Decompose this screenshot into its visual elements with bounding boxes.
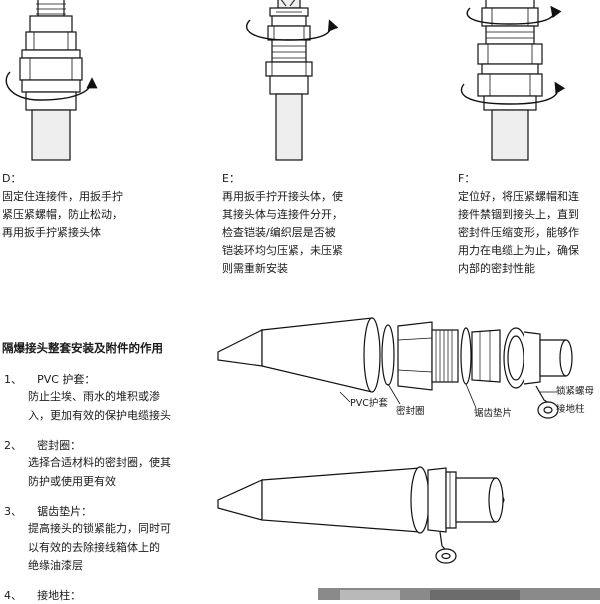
step-e-label: E： [222, 172, 240, 185]
item-desc: 选择合适材料的密封圈，使其 防护或使用更有效 [28, 456, 171, 488]
accessory-item-3: 3、 锯齿垫片： 提高接头的锁紧能力，同时可 以有效的去除接线箱体上的 绝缘油漆… [4, 500, 214, 576]
step-e-illustration [245, 0, 339, 161]
item-number: 1、 [4, 373, 22, 386]
step-f: F： 定位好，将压紧螺帽和连 接件禁锢到接头上，直到 密封件压缩变形，能够作 用… [458, 170, 600, 278]
item-number: 4、 [4, 589, 22, 602]
item-title: 密封圈： [37, 439, 82, 452]
serrated-washer [460, 327, 472, 385]
step-d-illustration [5, 0, 98, 161]
pvc-sheath-body [261, 317, 373, 393]
item-desc: 防止尘埃、雨水的堆积或渗 入，更加有效的保护电缆接头 [28, 390, 171, 422]
accessory-item-4: 4、 接地柱： [4, 584, 214, 604]
callout-locknut: 锁紧螺母 [556, 386, 595, 397]
step-f-label: F： [458, 172, 476, 185]
pvc-sheath-tip [217, 329, 263, 367]
callout-pvc-sheath: PVC护套 [350, 398, 388, 409]
step-d-label: D： [2, 172, 22, 185]
bottom-photo-partial [318, 588, 600, 600]
step-e: E： 再用扳手拧开接头体，使 其接头体与连接件分开， 检查铠装/编织层是否被 铠… [222, 170, 402, 278]
callout-serrated-washer: 锯齿垫片 [474, 408, 513, 419]
item-number: 3、 [4, 505, 22, 518]
body-hex [397, 321, 433, 391]
section-title: 隔爆接头整套安装及附件的作用 [2, 341, 163, 355]
item-title: 接地柱： [37, 589, 82, 602]
step-f-text: 定位好，将压紧螺帽和连 接件禁锢到接头上，直到 密封件压缩变形，能够作 用力在电… [458, 190, 579, 275]
callout-seal-ring: 密封圈 [396, 406, 425, 417]
pvc-sheath-opening [363, 317, 381, 393]
exploded-assembly-drawing [217, 317, 573, 419]
item-number: 2、 [4, 439, 22, 452]
item-title: PVC 护套： [37, 373, 96, 386]
step-d-text: 固定住连接件，用扳手拧 紧压紧螺帽，防止松动， 再用扳手拧紧接头体 [2, 190, 123, 239]
assembled-joint-drawing [217, 466, 505, 564]
step-f-illustration [460, 0, 566, 161]
seal-ring [381, 324, 395, 386]
accessory-item-2: 2、 密封圈： 选择合适材料的密封圈，使其 防护或使用更有效 [4, 434, 214, 491]
item-desc: 提高接头的锁紧能力，同时可 以有效的去除接线箱体上的 绝缘油漆层 [28, 522, 171, 572]
item-title: 锯齿垫片： [37, 505, 93, 518]
step-d: D： 固定住连接件，用扳手拧 紧压紧螺帽，防止松动， 再用扳手拧紧接头体 [2, 170, 182, 242]
callout-ground-post: 接地柱 [556, 404, 585, 415]
accessory-item-1: 1、 PVC 护套： 防止尘埃、雨水的堆积或渗 入，更加有效的保护电缆接头 [4, 368, 214, 425]
step-e-text: 再用扳手拧开接头体，使 其接头体与连接件分开， 检查铠装/编织层是否被 铠装环均… [222, 190, 343, 275]
